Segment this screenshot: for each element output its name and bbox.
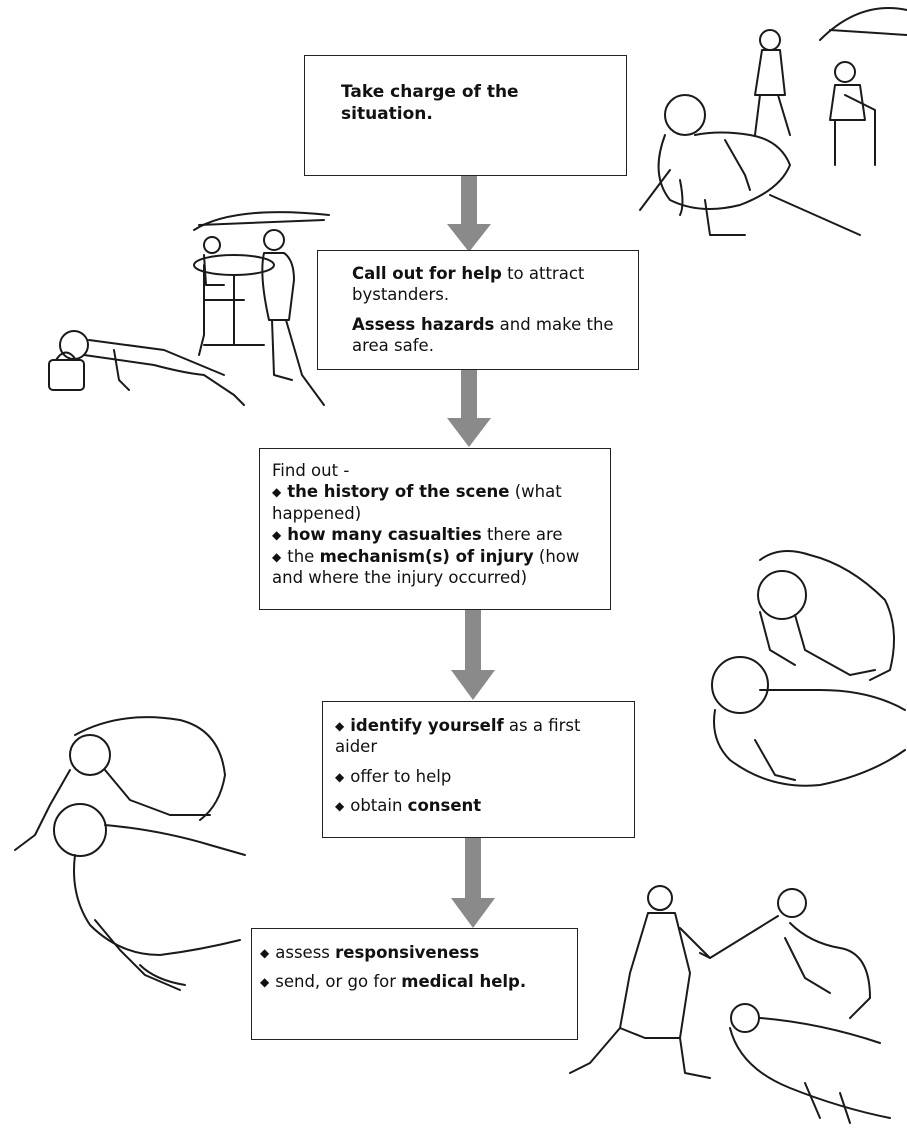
- emphasis-text: medical help.: [401, 972, 527, 992]
- step-box-4: ◆identify yourself as a first aider◆offe…: [322, 701, 635, 838]
- diamond-bullet-icon: ◆: [335, 799, 345, 814]
- body-text: as a first aider: [335, 716, 581, 757]
- emphasis-text: Take charge of the situation.: [341, 82, 519, 125]
- emphasis-text: responsiveness: [335, 943, 480, 962]
- emphasis-text: mechanism(s) of injury: [319, 546, 534, 566]
- diamond-bullet-icon: ◆: [335, 769, 345, 784]
- body-text: send, or go for: [275, 972, 402, 992]
- step-5-line: ◆ assess responsiveness: [260, 942, 569, 963]
- first-aider-leaning-over-casualty-illustration: [14, 716, 246, 991]
- step-2-content: Call out for help to attract bystanders.…: [352, 263, 628, 357]
- step-box-2: Call out for help to attract bystanders.…: [317, 250, 639, 370]
- step-box-3: Find out - ◆ the history of the scene (wha…: [259, 448, 611, 610]
- emphasis-text: the history of the scene: [287, 482, 510, 502]
- body-text: to attract bystanders.: [352, 264, 585, 305]
- first-aider-kneeling-over-casualty-illustration: [711, 550, 906, 787]
- body-text: assess: [275, 943, 336, 962]
- body-text: Find out -: [272, 461, 350, 480]
- body-text: (how and where the injury occurred): [272, 546, 580, 588]
- step-4-line: ◆ identify yourself as a first aider: [335, 715, 626, 758]
- arrow-down-1: [447, 176, 491, 252]
- step-4-content: ◆identify yourself as a first aider◆offe…: [335, 715, 626, 817]
- emphasis-text: identify yourself: [350, 716, 504, 735]
- first-aider-pointing-and-casualty-illustration: [569, 885, 891, 1124]
- body-text: and make the area safe.: [352, 314, 614, 356]
- emphasis-text: Assess hazards: [352, 314, 495, 334]
- arrow-down-2: [447, 370, 491, 447]
- diamond-bullet-icon: ◆: [272, 549, 282, 564]
- man-at-table-and-person-lying-on-ground-illustration: [48, 211, 330, 406]
- diamond-bullet-icon: ◆: [260, 975, 270, 990]
- arrow-down-3: [451, 610, 495, 700]
- diamond-bullet-icon: ◆: [335, 719, 345, 733]
- body-text: there are: [481, 525, 563, 545]
- step-3-content: Find out - ◆ the history of the scene (wha…: [272, 460, 602, 589]
- step-1-line: Take charge of the situation.: [341, 81, 610, 125]
- step-3-line: ◆ the history of the scene (what happened…: [272, 481, 602, 524]
- step-2-line: Call out for help to attract bystanders.: [352, 263, 628, 306]
- diamond-bullet-icon: ◆: [272, 485, 282, 500]
- step-5-content: ◆ assess responsiveness ◆ send, or go for m…: [260, 942, 569, 993]
- diamond-bullet-icon: ◆: [272, 528, 282, 543]
- step-3-line: Find out -: [272, 460, 602, 481]
- diamond-bullet-icon: ◆: [260, 946, 270, 960]
- step-3-line: ◆ how many casualties there are: [272, 524, 602, 545]
- emphasis-text: how many casualties: [287, 525, 482, 545]
- body-text: (what happened): [272, 482, 562, 523]
- step-4-line: ◆ offer to help: [335, 766, 626, 787]
- emphasis-text: Call out for help: [352, 264, 502, 283]
- step-4-line: ◆ obtain consent: [335, 795, 626, 816]
- body-text: offer to help: [350, 766, 452, 786]
- collapsed-woman-with-man-at-table-illustration: [639, 7, 907, 236]
- step-5-line: ◆ send, or go for medical help.: [260, 971, 569, 992]
- step-box-1: Take charge of the situation.: [304, 55, 627, 176]
- step-2-line: Assess hazards and make the area safe.: [352, 314, 628, 357]
- arrow-down-4: [451, 838, 495, 928]
- body-text: the: [287, 546, 320, 566]
- step-1-content: Take charge of the situation.: [341, 81, 610, 125]
- step-3-line: ◆ the mechanism(s) of injury (how and whe…: [272, 546, 602, 589]
- body-text: obtain: [350, 796, 408, 816]
- step-box-5: ◆ assess responsiveness ◆ send, or go for m…: [251, 928, 578, 1040]
- emphasis-text: consent: [407, 796, 482, 816]
